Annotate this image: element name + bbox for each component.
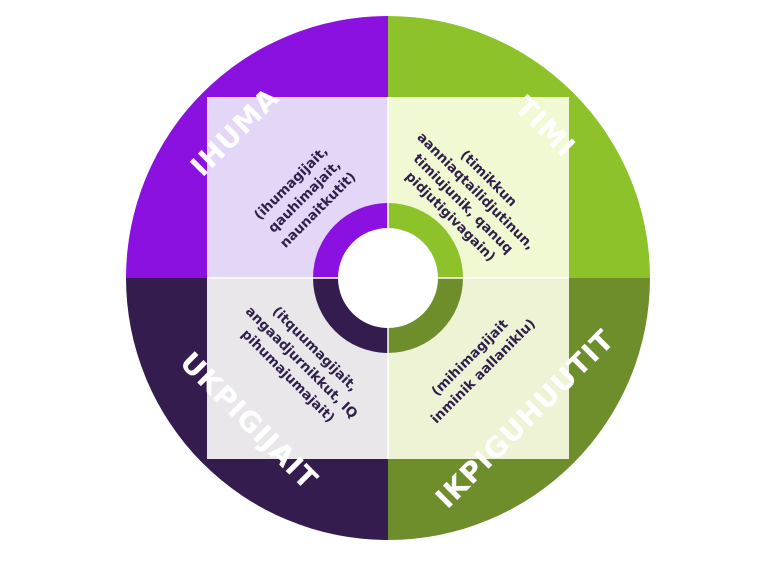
quadrant-dividers: [207, 97, 569, 459]
